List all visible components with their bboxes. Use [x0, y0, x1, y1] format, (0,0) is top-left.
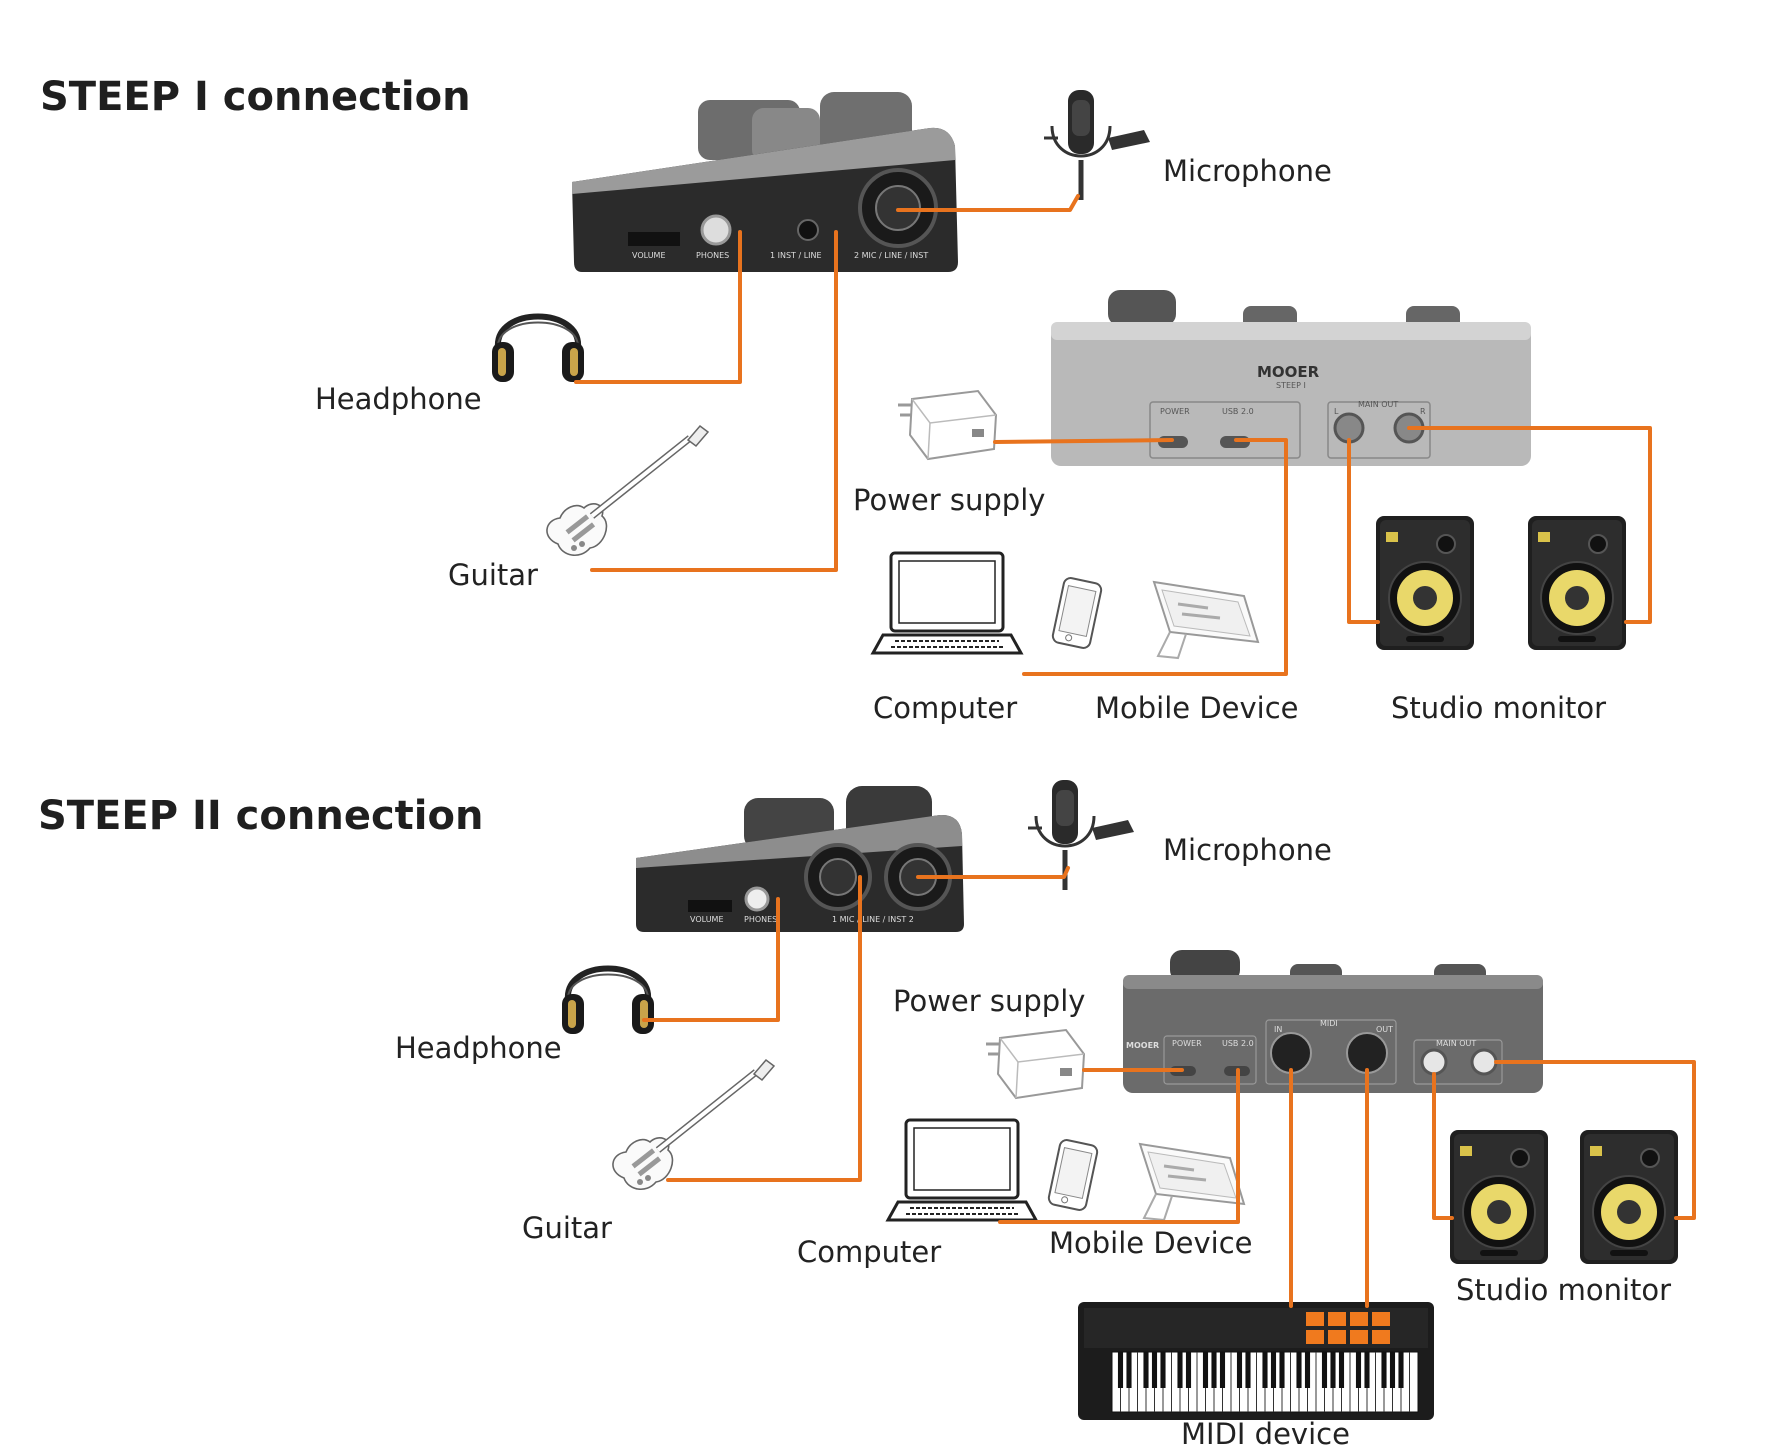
label-inputs-2: 1 MIC / LINE / INST 2	[832, 915, 914, 924]
label-volume: VOLUME	[632, 251, 666, 260]
label-microphone: Microphone	[1163, 154, 1332, 188]
label-brand-steep2: MOOER	[1126, 1041, 1159, 1050]
label-guitar: Guitar	[448, 558, 538, 592]
label-main-out-2: MAIN OUT	[1436, 1039, 1476, 1048]
section2-title: STEEP II connection	[38, 793, 483, 839]
studio-monitor-left-icon	[1375, 515, 1475, 651]
label-power-supply-2: Power supply	[893, 984, 1085, 1018]
section1-title: STEEP I connection	[40, 74, 471, 120]
label-midi-in: IN	[1274, 1025, 1282, 1034]
label-power: POWER	[1160, 407, 1190, 416]
label-studio-monitor: Studio monitor	[1391, 691, 1606, 725]
label-headphone-2: Headphone	[395, 1031, 562, 1065]
mobile-phone-icon-2	[1046, 1137, 1100, 1213]
power-supply-icon	[896, 389, 998, 461]
computer-icon	[871, 551, 1023, 655]
label-mobile-device: Mobile Device	[1095, 691, 1299, 725]
guitar-icon	[547, 426, 708, 555]
tablet-icon	[1152, 580, 1260, 660]
label-inst-line: 1 INST / LINE	[770, 251, 822, 260]
headphone-icon-2	[562, 969, 654, 1035]
label-studio-monitor-2: Studio monitor	[1456, 1273, 1671, 1307]
label-midi: MIDI	[1320, 1019, 1338, 1028]
label-power-2: POWER	[1172, 1039, 1202, 1048]
label-phones: PHONES	[696, 251, 729, 260]
label-midi-out: OUT	[1376, 1025, 1393, 1034]
label-computer: Computer	[873, 691, 1017, 725]
microphone-icon-2	[1028, 780, 1134, 890]
tablet-icon-2	[1138, 1142, 1246, 1222]
label-main-out: MAIN OUT	[1358, 400, 1398, 409]
mobile-phone-icon	[1050, 575, 1104, 651]
label-midi-device: MIDI device	[1181, 1417, 1350, 1451]
steep2-rear-unit: MOOER POWER USB 2.0 MIDI IN OUT MAIN OUT	[1123, 950, 1543, 1093]
guitar-icon-2	[613, 1060, 774, 1189]
studio-monitor-left-icon-2	[1449, 1129, 1549, 1265]
section2-cables	[642, 866, 1696, 1308]
label-headphone: Headphone	[315, 382, 482, 416]
studio-monitor-right-icon-2	[1579, 1129, 1679, 1265]
computer-icon-2	[886, 1118, 1038, 1222]
label-computer-2: Computer	[797, 1235, 941, 1269]
label-guitar-2: Guitar	[522, 1211, 612, 1245]
label-l: L	[1334, 407, 1339, 416]
steep1-front-unit: VOLUME PHONES 1 INST / LINE 2 MIC / LINE…	[572, 92, 958, 273]
steep2-front-unit: VOLUME PHONES 1 MIC / LINE / INST 2	[636, 786, 964, 932]
microphone-icon	[1044, 90, 1150, 200]
label-usb: USB 2.0	[1222, 407, 1254, 416]
label-microphone-2: Microphone	[1163, 833, 1332, 867]
section1-cables	[574, 194, 1652, 676]
label-usb-2: USB 2.0	[1222, 1039, 1254, 1048]
label-model-steep1: STEEP I	[1276, 381, 1306, 390]
label-mobile-device-2: Mobile Device	[1049, 1226, 1253, 1260]
power-supply-icon-2	[984, 1028, 1086, 1100]
label-volume-2: VOLUME	[690, 915, 724, 924]
label-power-supply: Power supply	[853, 483, 1045, 517]
midi-keyboard-icon	[1078, 1302, 1434, 1420]
studio-monitor-right-icon	[1527, 515, 1627, 651]
headphone-icon	[492, 317, 584, 383]
label-mic-line-inst: 2 MIC / LINE / INST	[854, 251, 928, 260]
label-phones-2: PHONES	[744, 915, 777, 924]
label-r: R	[1420, 407, 1426, 416]
label-brand-steep1: MOOER	[1257, 363, 1320, 381]
